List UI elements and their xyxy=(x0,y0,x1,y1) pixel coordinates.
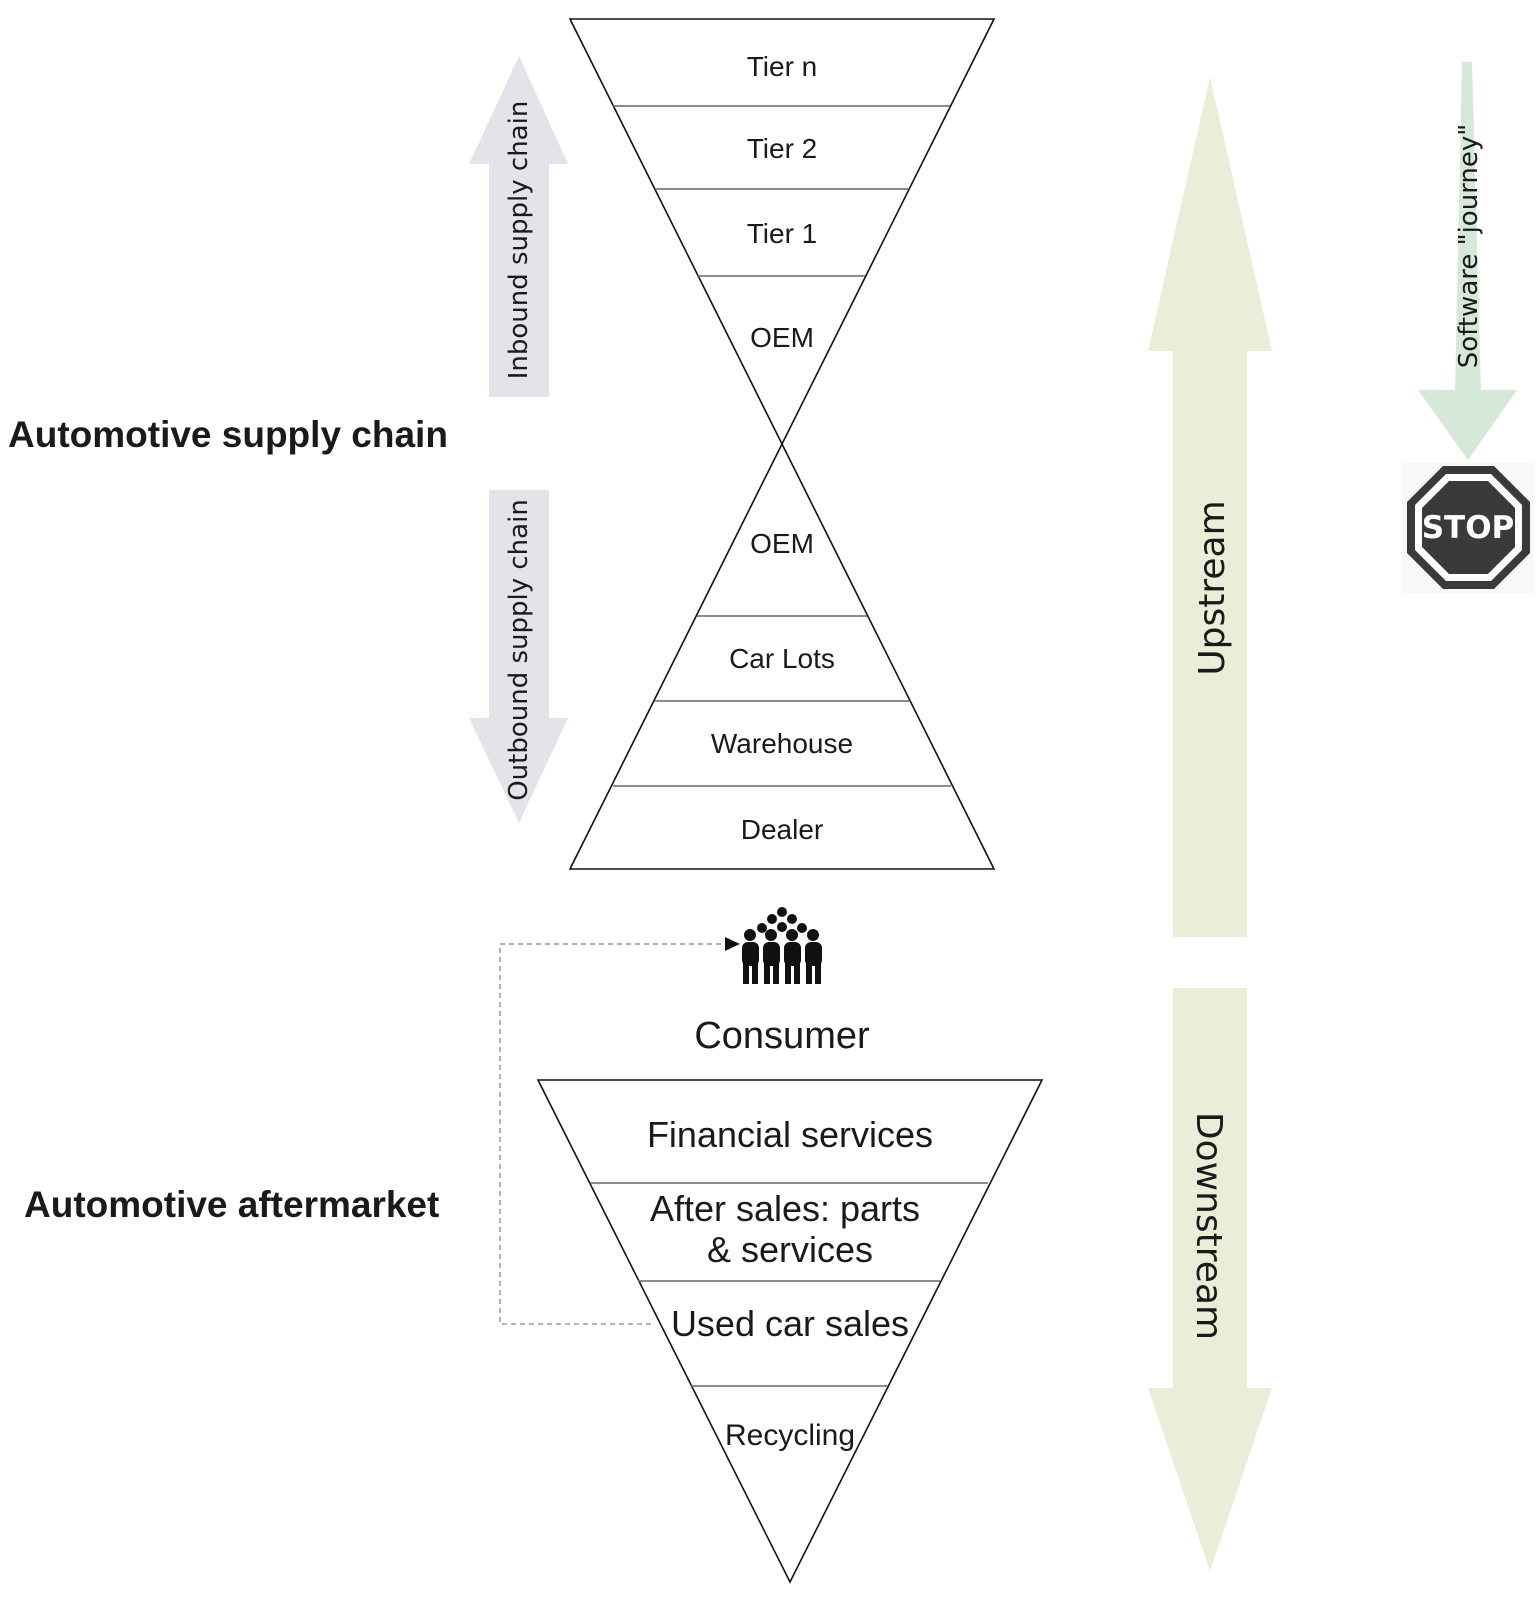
downstream-arrow-label: Downstream xyxy=(1188,1112,1229,1340)
downstream-arrow-shape xyxy=(1148,988,1272,1571)
inbound-arrow-shape xyxy=(469,56,568,397)
upstream-arrow-shape xyxy=(1148,77,1272,937)
outbound-level: Warehouse xyxy=(711,728,853,759)
outbound-arrow-shape xyxy=(469,490,568,823)
stop-sign-icon: STOP xyxy=(1402,463,1534,593)
feedback-link-line xyxy=(499,943,727,1325)
downstream-arrow: Downstream xyxy=(1148,988,1272,1571)
outbound-arrow: Outbound supply chain xyxy=(469,490,568,823)
inbound-arrow-label: Inbound supply chain xyxy=(504,101,534,380)
outbound-pyramid-outline xyxy=(568,442,996,870)
outbound-pyramid: OEM Car Lots Warehouse Dealer xyxy=(568,442,996,870)
inbound-level: Tier 1 xyxy=(747,218,818,249)
aftermarket-level: Recycling xyxy=(725,1419,855,1452)
person-figure xyxy=(784,929,801,984)
inbound-level: OEM xyxy=(750,322,814,353)
supply-chain-title: Automotive supply chain xyxy=(8,414,448,455)
feedback-link xyxy=(499,937,740,1325)
outbound-level: OEM xyxy=(750,528,814,559)
outbound-level: Dealer xyxy=(741,814,823,845)
aftermarket-level: After sales: parts xyxy=(650,1188,920,1229)
aftermarket-level-line2: & services xyxy=(707,1229,873,1270)
inbound-level: Tier n xyxy=(747,51,818,82)
software-journey-label: Software "journey" xyxy=(1454,124,1484,369)
aftermarket-level: Used car sales xyxy=(671,1303,909,1344)
aftermarket-funnel: Financial services After sales: parts & … xyxy=(536,1079,1044,1584)
upstream-arrow: Upstream xyxy=(1148,77,1272,937)
inbound-level: Tier 2 xyxy=(747,133,818,164)
aftermarket-title: Automotive aftermarket xyxy=(24,1184,439,1225)
software-journey-arrow: Software "journey" xyxy=(1418,62,1517,460)
stop-sign-label: STOP xyxy=(1422,510,1515,546)
outbound-arrow-label: Outbound supply chain xyxy=(504,499,534,801)
software-journey-arrow-shape xyxy=(1418,62,1517,460)
inbound-arrow: Inbound supply chain xyxy=(469,56,568,397)
feedback-arrowhead-icon xyxy=(725,937,740,951)
inbound-funnel: Tier n Tier 2 Tier 1 OEM xyxy=(568,18,996,446)
inbound-funnel-outline xyxy=(568,18,996,446)
aftermarket-funnel-outline xyxy=(536,1079,1044,1584)
aftermarket-level: Financial services xyxy=(647,1114,933,1155)
people-group-icon xyxy=(742,907,822,984)
person-figure xyxy=(763,929,780,984)
consumer-label: Consumer xyxy=(694,1015,870,1057)
upstream-arrow-label: Upstream xyxy=(1192,500,1233,675)
person-figure xyxy=(742,929,759,984)
outbound-level: Car Lots xyxy=(729,643,835,674)
person-figure xyxy=(805,929,822,984)
